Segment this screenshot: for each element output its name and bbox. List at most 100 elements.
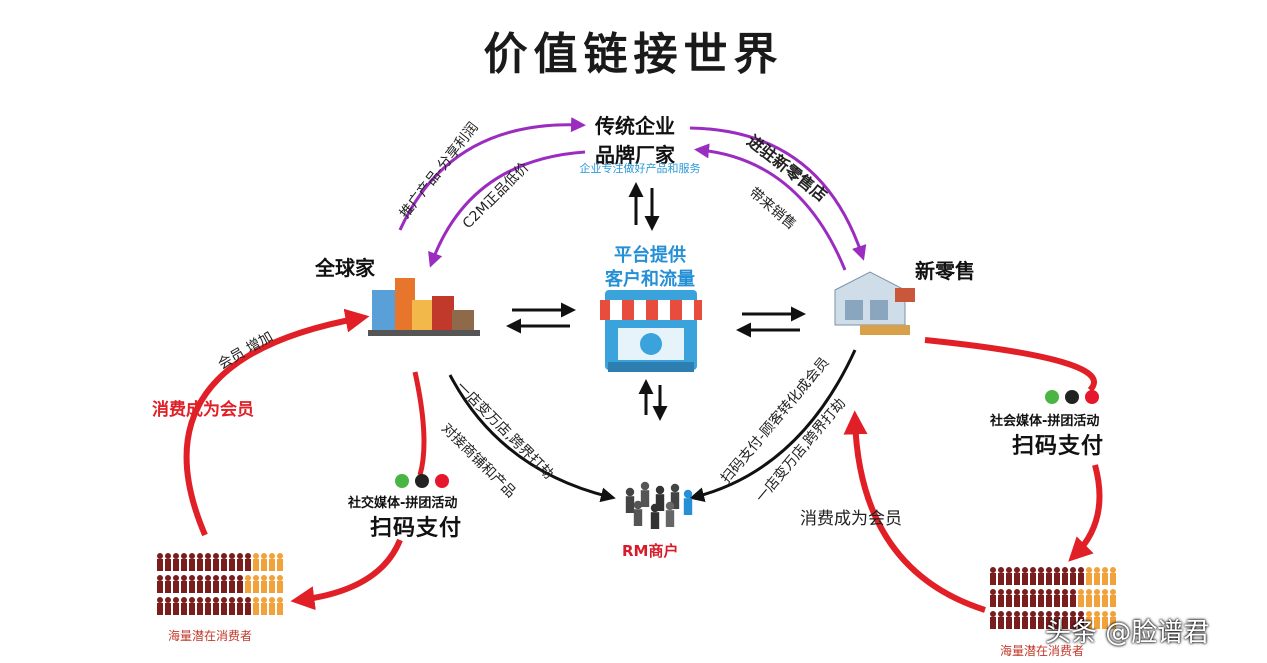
person-body xyxy=(237,581,243,593)
crowd-right-caption: 海量潜在消费者 xyxy=(1000,644,1085,658)
person-head xyxy=(277,597,283,603)
weibo-icon xyxy=(435,474,449,488)
exchange-bottom xyxy=(638,379,668,421)
person-body xyxy=(205,581,211,593)
person-body xyxy=(1046,617,1052,629)
right-media-label: 社会媒体-拼团活动 xyxy=(990,414,1100,429)
center-node: 平台提供 客户和流量 xyxy=(590,244,710,292)
person-body xyxy=(1030,595,1036,607)
person-body xyxy=(1022,595,1028,607)
person-head xyxy=(1054,611,1060,617)
person-head xyxy=(1014,567,1020,573)
person-head xyxy=(1070,589,1076,595)
person-body xyxy=(253,559,259,571)
person-head xyxy=(990,589,996,595)
person-head xyxy=(165,597,171,603)
person-head xyxy=(1030,589,1036,595)
buildings-icon xyxy=(368,278,480,336)
person-body xyxy=(157,559,163,571)
person-head xyxy=(269,575,275,581)
red-loop-left-up xyxy=(183,308,370,537)
person-body xyxy=(245,559,251,571)
person-head xyxy=(269,597,275,603)
person-body xyxy=(633,509,643,526)
person-head xyxy=(1086,589,1092,595)
exchange-left xyxy=(506,302,576,334)
top-node: 传统企业 品牌厂家 xyxy=(580,110,690,168)
person-head xyxy=(1078,567,1084,573)
weibo-icon xyxy=(1085,390,1099,404)
person-head xyxy=(1038,567,1044,573)
person-body xyxy=(1054,595,1060,607)
person-body xyxy=(1086,617,1092,629)
right-pay-label: 扫码支付 xyxy=(1012,434,1105,459)
person-body xyxy=(1110,595,1116,607)
person-body xyxy=(197,559,203,571)
person-head xyxy=(1070,611,1076,617)
person-body xyxy=(277,581,283,593)
person-head xyxy=(197,597,203,603)
person-body xyxy=(237,603,243,615)
person-head xyxy=(655,485,665,495)
person-head xyxy=(1062,589,1068,595)
person-body xyxy=(229,559,235,571)
person-head xyxy=(1006,589,1012,595)
person-body xyxy=(1094,617,1100,629)
person-head xyxy=(1086,567,1092,573)
person-head xyxy=(197,575,203,581)
person-body xyxy=(665,510,675,527)
person-head xyxy=(157,553,163,559)
arc-top-right-inner xyxy=(694,143,847,271)
person-body xyxy=(1078,595,1084,607)
person-head xyxy=(1038,611,1044,617)
person-head xyxy=(633,500,643,510)
person-body xyxy=(173,559,179,571)
red-left-to-media xyxy=(412,371,427,476)
person-body xyxy=(1102,595,1108,607)
person-head xyxy=(1022,611,1028,617)
person-body xyxy=(173,603,179,615)
person-body xyxy=(1046,595,1052,607)
person-body xyxy=(205,559,211,571)
qq-icon xyxy=(415,474,429,488)
person-head xyxy=(990,611,996,617)
person-body xyxy=(213,581,219,593)
rm-label: RM商户 xyxy=(622,542,679,560)
person-head xyxy=(277,553,283,559)
person-body xyxy=(1014,573,1020,585)
person-head xyxy=(253,575,259,581)
person-body xyxy=(157,581,163,593)
person-body xyxy=(181,581,187,593)
person-body xyxy=(640,490,650,507)
person-head xyxy=(189,597,195,603)
person-head xyxy=(1062,611,1068,617)
top-node-subtitle: 企业专注做好产品和服务 xyxy=(579,162,701,175)
person-body xyxy=(990,573,996,585)
person-body xyxy=(1086,573,1092,585)
person-body xyxy=(1110,617,1116,629)
person-body xyxy=(197,603,203,615)
person-body xyxy=(1070,617,1076,629)
person-body xyxy=(670,492,680,509)
person-head xyxy=(237,575,243,581)
person-head xyxy=(181,553,187,559)
person-body xyxy=(181,559,187,571)
person-body xyxy=(229,581,235,593)
person-body xyxy=(165,603,171,615)
person-body xyxy=(245,603,251,615)
person-head xyxy=(221,575,227,581)
person-head xyxy=(1046,567,1052,573)
center-node-line2: 客户和流量 xyxy=(605,269,695,290)
arc-top-right-outer xyxy=(689,126,867,261)
person-head xyxy=(237,597,243,603)
person-body xyxy=(1102,573,1108,585)
person-head xyxy=(245,553,251,559)
person-body xyxy=(165,559,171,571)
person-body xyxy=(650,512,660,529)
person-head xyxy=(670,483,680,493)
person-head xyxy=(229,575,235,581)
person-head xyxy=(181,575,187,581)
top-node-line1: 传统企业 xyxy=(595,114,675,138)
person-head xyxy=(990,567,996,573)
